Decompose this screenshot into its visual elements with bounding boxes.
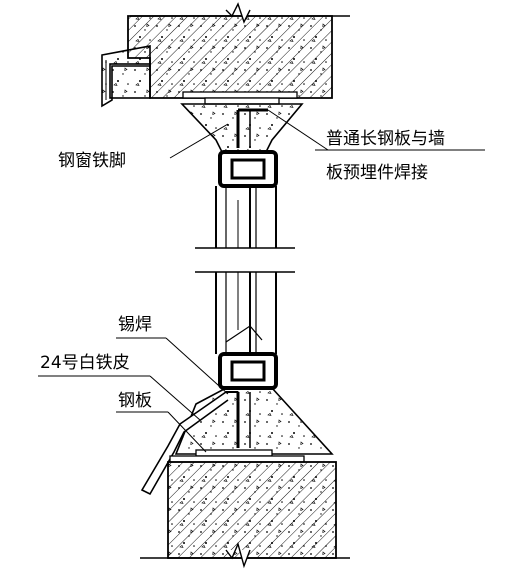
top-window-frame <box>195 150 295 249</box>
white-iron-flashing <box>140 391 229 496</box>
label-weld-note-line2: 板预埋件焊接 <box>326 163 428 183</box>
top-drip-sill <box>101 45 151 108</box>
top-embedded-plate <box>182 91 298 105</box>
label-steel-window-foot: 钢窗铁脚 <box>58 151 126 171</box>
label-steel-plate: 钢板 <box>118 391 152 411</box>
label-weld-note-line1: 普通长钢板与墙 <box>326 129 445 149</box>
top-leaders <box>169 109 485 159</box>
bottom-wall <box>140 461 350 569</box>
top-mortar <box>180 103 304 153</box>
top-wall <box>127 2 350 99</box>
label-tin-solder: 锡焊 <box>118 315 152 335</box>
bottom-window-frame <box>195 271 295 390</box>
bottom-leaders <box>38 337 229 453</box>
label-white-iron-sheet: 24号白铁皮 <box>40 353 130 373</box>
